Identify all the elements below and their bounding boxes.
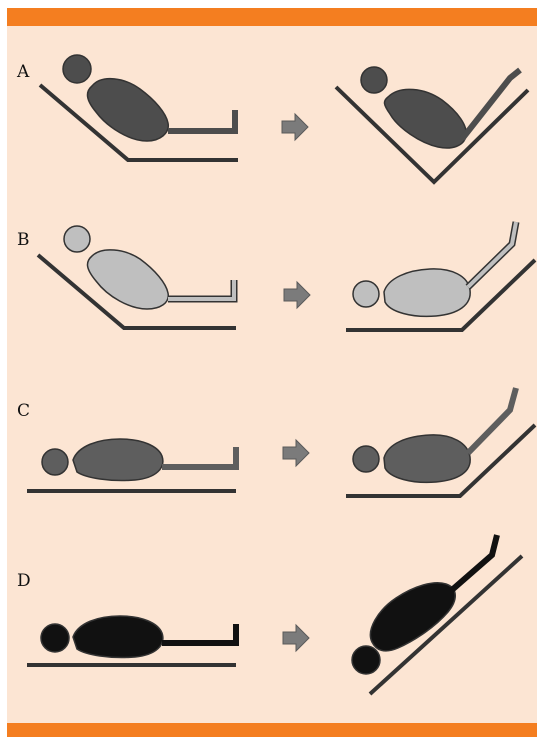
patient-body [87, 250, 168, 309]
patient-head [41, 624, 69, 652]
row-d-before [27, 616, 236, 665]
row-c-after [346, 388, 535, 496]
patient-legs-fill [468, 222, 516, 287]
patient-legs [468, 388, 516, 453]
patient-body [73, 616, 163, 658]
patient-body [73, 439, 163, 481]
row-b-after [346, 222, 535, 330]
row-b [38, 222, 535, 330]
row-a [40, 55, 528, 182]
patient-head [361, 67, 387, 93]
patient-body [87, 79, 168, 141]
patient-head [42, 449, 68, 475]
patient-body [384, 269, 470, 316]
row-d-after [352, 535, 522, 694]
patient-head [352, 646, 380, 674]
patient-head [353, 281, 379, 307]
patient-body [370, 583, 455, 651]
patient-head [353, 446, 379, 472]
patient-legs [162, 447, 236, 467]
patient-legs [162, 624, 236, 643]
row-b-before [38, 226, 236, 328]
row-c [27, 388, 535, 496]
patient-body [384, 89, 466, 148]
patient-legs [168, 110, 235, 131]
arrow-icon [283, 440, 309, 466]
row-c-before [27, 439, 236, 491]
row-d [27, 535, 522, 694]
arrow-icon [283, 625, 309, 651]
arrow-icon [284, 282, 310, 308]
arrow-icon [282, 114, 308, 140]
row-a-after [336, 67, 528, 182]
row-a-before [40, 55, 238, 160]
patient-legs [168, 280, 234, 299]
patient-head [63, 55, 91, 83]
patient-body [384, 435, 470, 482]
patient-head [64, 226, 90, 252]
